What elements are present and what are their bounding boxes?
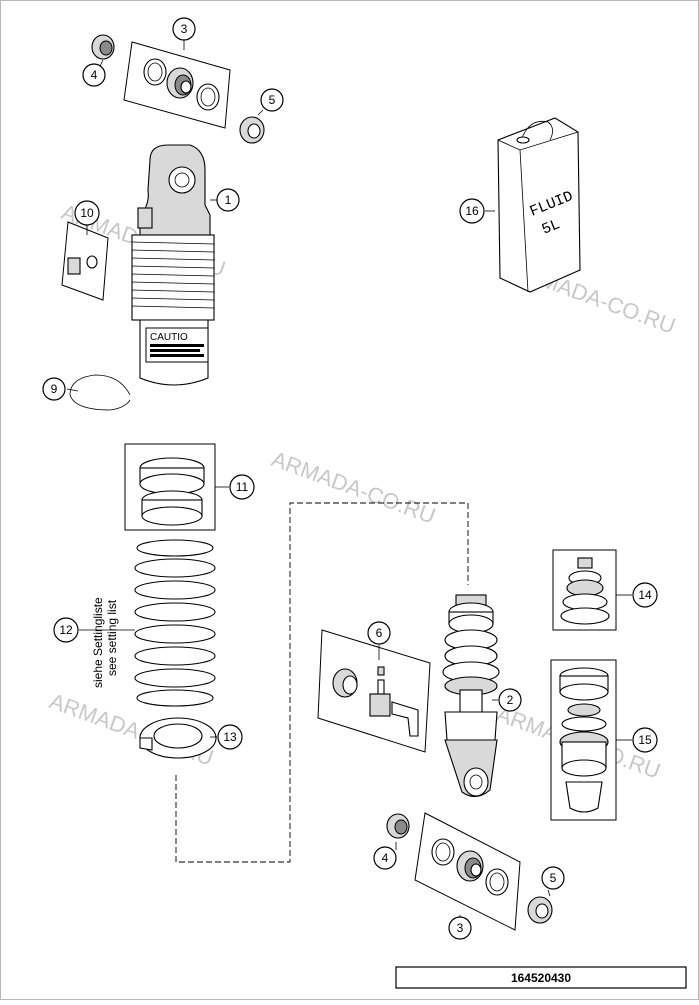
part-code: 164520430 <box>511 971 571 985</box>
seal-ring-left-bottom <box>431 838 455 866</box>
callout-1: 1 <box>216 188 240 212</box>
callout-9: 9 <box>42 377 66 401</box>
svg-text:3: 3 <box>457 921 464 935</box>
assembly-dashed-line <box>175 502 469 863</box>
svg-text:11: 11 <box>236 480 249 494</box>
bushing-center <box>166 67 194 99</box>
spacer-bushing-4-top <box>91 34 115 60</box>
valve-kit-6 <box>317 629 431 753</box>
spring-retainer-13 <box>139 717 217 759</box>
svg-text:4: 4 <box>382 851 389 865</box>
adjusting-ring-kit-11 <box>124 443 216 531</box>
callout-3-top: 3 <box>172 17 196 41</box>
sticker-line-3 <box>150 354 204 357</box>
callout-5-bottom: 5 <box>541 866 565 890</box>
svg-text:2: 2 <box>507 693 514 707</box>
shock-spring-thread-section <box>131 234 215 321</box>
sticker-line-2 <box>150 349 200 352</box>
svg-text:5: 5 <box>550 871 557 885</box>
svg-text:10: 10 <box>80 206 94 220</box>
fluid-can-body <box>497 117 581 293</box>
callout-10: 10 <box>74 200 100 226</box>
spacer-bushing-4-bottom <box>386 813 410 839</box>
svg-text:4: 4 <box>91 68 98 82</box>
callout-4-bottom: 4 <box>373 846 397 870</box>
svg-text:3: 3 <box>181 22 188 36</box>
washer-5-top <box>239 116 265 144</box>
callout-3-bottom: 3 <box>448 916 472 940</box>
watermark-3: ARMADA-CO.RU <box>268 446 439 528</box>
kit-plate-6 <box>317 629 431 753</box>
compression-kit-14 <box>552 549 617 631</box>
svg-text:16: 16 <box>465 204 479 218</box>
shock-bleed-screw <box>137 207 153 229</box>
leader-lines <box>66 40 632 928</box>
fluid-can-text-2: 5L <box>540 216 563 239</box>
shock-top-eye <box>168 166 196 194</box>
callout-15: 15 <box>632 727 658 753</box>
shock-absorber-body: CAUTIO <box>131 144 215 386</box>
bleed-washer <box>86 255 98 269</box>
shock-spring-12 <box>134 539 216 707</box>
svg-text:5: 5 <box>269 93 276 107</box>
bearing-kit-bottom <box>414 812 521 931</box>
seal-ring-right-bottom <box>485 868 509 896</box>
callout-16: 16 <box>459 198 485 224</box>
circlip-9 <box>69 374 131 411</box>
sticker-line-1 <box>150 344 204 347</box>
callout-14: 14 <box>632 582 658 608</box>
seal-head-kit-15 <box>550 659 617 821</box>
bleed-screw-kit-10 <box>61 221 109 301</box>
fluid-can-16: FLUID 5L <box>497 117 581 293</box>
spring-note-line-2: see setting list <box>105 599 119 676</box>
svg-text:9: 9 <box>51 382 58 396</box>
spring-note-line-1: siehe Settingliste <box>91 597 105 688</box>
callout-13: 13 <box>217 724 243 750</box>
bushing-center-bottom <box>456 850 484 882</box>
svg-text:13: 13 <box>223 730 237 744</box>
shock-thread-lines <box>131 241 215 309</box>
callout-2: 2 <box>498 688 522 712</box>
callout-5-top: 5 <box>260 88 284 112</box>
seal-ring-right <box>196 83 220 111</box>
bearing-kit-top <box>123 41 231 129</box>
washer-5-bottom <box>527 896 553 924</box>
svg-text:1: 1 <box>225 193 232 207</box>
callout-11: 11 <box>229 474 255 500</box>
callout-12: 12 <box>53 617 79 643</box>
callout-4-top: 4 <box>82 63 106 87</box>
bleed-screw <box>67 257 81 275</box>
shock-caution-text: CAUTIO <box>150 332 188 343</box>
svg-text:14: 14 <box>638 588 652 602</box>
svg-text:6: 6 <box>376 626 383 640</box>
svg-text:12: 12 <box>59 623 73 637</box>
kit-plate-10 <box>61 221 109 301</box>
seal-ring-left <box>143 58 167 86</box>
svg-text:15: 15 <box>638 733 652 747</box>
damper-rod-assembly-2 <box>442 594 500 798</box>
part-code-box: 164520430 <box>395 966 687 989</box>
callout-6: 6 <box>367 621 391 645</box>
